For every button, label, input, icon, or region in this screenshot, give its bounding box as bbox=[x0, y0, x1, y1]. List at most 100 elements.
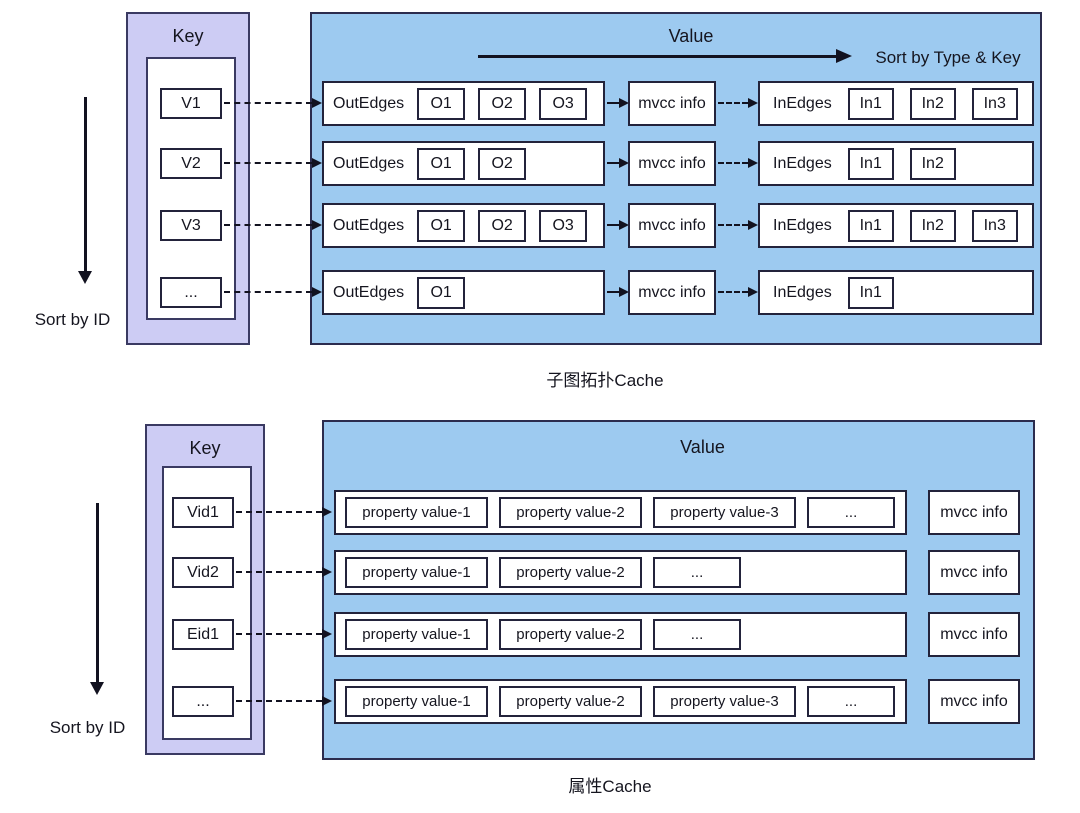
outedges-container: OutEdges O1 O2 bbox=[322, 141, 605, 186]
dashed-arrow bbox=[224, 287, 322, 297]
value-header: Value bbox=[668, 26, 714, 46]
dashed-arrow bbox=[236, 567, 332, 577]
dashed-arrow bbox=[607, 158, 629, 168]
inedge-item: In2 bbox=[909, 147, 956, 180]
property-cell: property value-2 bbox=[499, 686, 642, 717]
inedge-item: In2 bbox=[909, 209, 956, 242]
ellipsis-cell: ... bbox=[807, 686, 895, 717]
property-container: property value-1 property value-2 proper… bbox=[334, 490, 907, 535]
property-container: property value-1 property value-2 ... bbox=[334, 612, 907, 657]
ellipsis-cell: ... bbox=[653, 619, 741, 650]
key-cell: Vid2 bbox=[172, 557, 234, 588]
property-row: Eid1 property value-1 property value-2 .… bbox=[0, 612, 1080, 657]
key-cell: V2 bbox=[160, 148, 222, 179]
inedge-item: In1 bbox=[847, 87, 894, 120]
inedge-item: In3 bbox=[971, 209, 1018, 242]
dashed-arrow bbox=[718, 98, 758, 108]
outedge-item: O1 bbox=[417, 147, 466, 180]
property-cell: property value-2 bbox=[499, 497, 642, 528]
right-arrow-icon bbox=[478, 49, 852, 63]
outedges-container: OutEdges O1 O2 O3 bbox=[322, 203, 605, 248]
outedges-label: OutEdges bbox=[333, 283, 405, 301]
inedge-item: In1 bbox=[847, 276, 894, 309]
inedges-label: InEdges bbox=[773, 154, 832, 172]
property-cell: property value-2 bbox=[499, 619, 642, 650]
mvcc-info-box: mvcc info bbox=[628, 141, 716, 186]
value-header: Value bbox=[680, 437, 725, 457]
sort-by-id-label: Sort by ID bbox=[49, 718, 126, 737]
inedges-label: InEdges bbox=[773, 216, 832, 234]
outedge-item: O1 bbox=[417, 276, 466, 309]
section-caption: 子图拓扑Cache bbox=[546, 371, 664, 390]
dashed-arrow bbox=[718, 287, 758, 297]
outedges-label: OutEdges bbox=[333, 216, 405, 234]
ellipsis-cell: ... bbox=[807, 497, 895, 528]
inedge-item: In1 bbox=[847, 209, 894, 242]
property-cell: property value-3 bbox=[653, 497, 796, 528]
dashed-arrow bbox=[224, 158, 322, 168]
property-cell: property value-1 bbox=[345, 619, 488, 650]
inedge-item: In3 bbox=[971, 87, 1018, 120]
dashed-arrow bbox=[236, 696, 332, 706]
inedges-container: InEdges In1 In2 bbox=[758, 141, 1034, 186]
key-cell: ... bbox=[160, 277, 222, 308]
section-caption: 属性Cache bbox=[568, 777, 652, 796]
property-row: Vid2 property value-1 property value-2 .… bbox=[0, 550, 1080, 595]
dashed-arrow bbox=[236, 629, 332, 639]
property-cell: property value-1 bbox=[345, 497, 488, 528]
key-header: Key bbox=[172, 26, 204, 46]
key-cell: V3 bbox=[160, 210, 222, 241]
topology-row: ... OutEdges O1 mvcc info InEdges In1 bbox=[0, 270, 1080, 315]
mvcc-info-box: mvcc info bbox=[928, 550, 1020, 595]
mvcc-info-box: mvcc info bbox=[628, 270, 716, 315]
property-cell: property value-1 bbox=[345, 686, 488, 717]
property-row: Vid1 property value-1 property value-2 p… bbox=[0, 490, 1080, 535]
property-cell: property value-2 bbox=[499, 557, 642, 588]
outedge-item: O2 bbox=[478, 147, 527, 180]
outedge-item: O2 bbox=[478, 87, 527, 120]
property-container: property value-1 property value-2 ... bbox=[334, 550, 907, 595]
outedges-label: OutEdges bbox=[333, 94, 405, 112]
property-row: ... property value-1 property value-2 pr… bbox=[0, 679, 1080, 724]
key-header: Key bbox=[189, 438, 221, 458]
outedges-container: OutEdges O1 O2 O3 bbox=[322, 81, 605, 126]
dashed-arrow bbox=[607, 220, 629, 230]
outedges-container: OutEdges O1 bbox=[322, 270, 605, 315]
dashed-arrow bbox=[607, 98, 629, 108]
key-cell: Vid1 bbox=[172, 497, 234, 528]
inedge-item: In1 bbox=[847, 147, 894, 180]
outedge-item: O1 bbox=[417, 209, 466, 242]
inedges-label: InEdges bbox=[773, 283, 832, 301]
outedge-item: O2 bbox=[478, 209, 527, 242]
dashed-arrow bbox=[224, 220, 322, 230]
key-cell: V1 bbox=[160, 88, 222, 119]
dashed-arrow bbox=[718, 220, 758, 230]
property-cell: property value-1 bbox=[345, 557, 488, 588]
outedges-label: OutEdges bbox=[333, 154, 405, 172]
topology-row: V3 OutEdges O1 O2 O3 mvcc info InEdges I… bbox=[0, 203, 1080, 248]
dashed-arrow bbox=[236, 507, 332, 517]
down-arrow-icon bbox=[90, 503, 104, 695]
mvcc-info-box: mvcc info bbox=[928, 612, 1020, 657]
mvcc-info-box: mvcc info bbox=[928, 490, 1020, 535]
property-container: property value-1 property value-2 proper… bbox=[334, 679, 907, 724]
mvcc-info-box: mvcc info bbox=[928, 679, 1020, 724]
dashed-arrow bbox=[718, 158, 758, 168]
topology-row: V2 OutEdges O1 O2 mvcc info InEdges In1 … bbox=[0, 141, 1080, 186]
sort-by-type-key-label: Sort by Type & Key bbox=[875, 48, 1021, 67]
mvcc-info-box: mvcc info bbox=[628, 81, 716, 126]
down-arrow-icon bbox=[78, 97, 92, 284]
outedge-item: O1 bbox=[417, 87, 466, 120]
key-cell: Eid1 bbox=[172, 619, 234, 650]
key-cell: ... bbox=[172, 686, 234, 717]
outedge-item: O3 bbox=[539, 87, 588, 120]
outedge-item: O3 bbox=[539, 209, 588, 242]
inedge-item: In2 bbox=[909, 87, 956, 120]
dashed-arrow bbox=[224, 98, 322, 108]
mvcc-info-box: mvcc info bbox=[628, 203, 716, 248]
property-cell: property value-3 bbox=[653, 686, 796, 717]
inedges-container: InEdges In1 In2 In3 bbox=[758, 203, 1034, 248]
sort-by-id-label: Sort by ID bbox=[34, 310, 111, 329]
inedges-label: InEdges bbox=[773, 94, 832, 112]
